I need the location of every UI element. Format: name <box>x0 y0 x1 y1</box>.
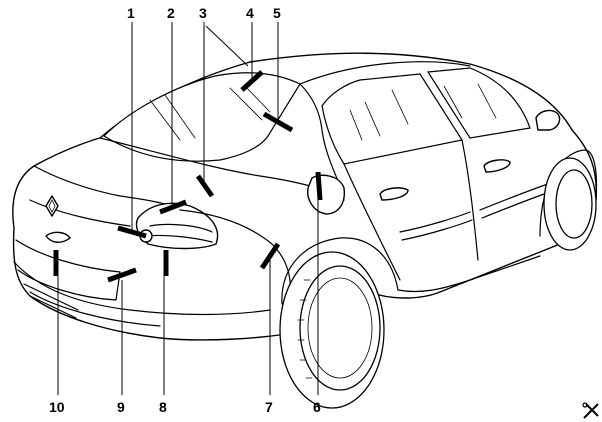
leader-3b <box>205 25 249 67</box>
callout-2: 2 <box>167 5 175 21</box>
marker-7 <box>259 242 281 270</box>
side-trim <box>399 183 551 241</box>
callout-labels: 1 2 3 4 5 6 7 8 9 10 <box>49 5 321 415</box>
marker-2 <box>159 199 187 215</box>
leader-lines <box>57 22 319 395</box>
front-wheel <box>543 157 597 251</box>
rear-wheel-arch <box>281 237 399 305</box>
callout-1: 1 <box>127 5 135 21</box>
front-door-seam <box>461 139 479 261</box>
number-plate-recess <box>15 239 121 301</box>
car-body <box>12 52 598 409</box>
marker-9 <box>107 267 137 283</box>
callout-7: 7 <box>265 399 273 415</box>
callout-4: 4 <box>246 5 254 21</box>
marker-3 <box>195 174 215 198</box>
front-door-handle <box>483 159 511 173</box>
callout-8: 8 <box>159 399 167 415</box>
callout-3: 3 <box>199 5 207 21</box>
marker-6 <box>315 171 323 201</box>
marker-4 <box>240 70 264 92</box>
rear-wheel <box>279 251 385 409</box>
rear-door-seam <box>343 163 401 281</box>
brand-logo <box>45 195 59 217</box>
callout-markers <box>53 70 323 283</box>
rear-door-handle <box>379 187 409 201</box>
callout-5: 5 <box>273 5 281 21</box>
marker-5 <box>262 111 294 133</box>
tools-icon <box>582 402 599 419</box>
trunk-release <box>45 231 71 243</box>
callout-9: 9 <box>117 399 125 415</box>
side-mirror <box>535 109 561 131</box>
side-front-window <box>426 67 531 139</box>
callout-6: 6 <box>313 399 321 415</box>
side-rear-window <box>321 73 463 165</box>
callout-10: 10 <box>49 399 65 415</box>
rear-bumper <box>13 261 271 316</box>
marker-1 <box>117 225 147 239</box>
